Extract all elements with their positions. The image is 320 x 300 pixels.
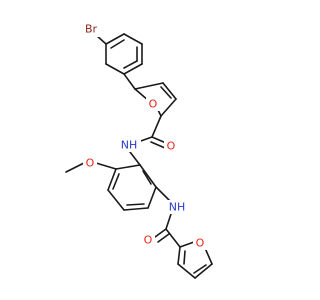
bond [151, 115, 162, 138]
bond [123, 207, 149, 211]
methoxy-oxygen-atom: O [86, 157, 95, 170]
bond [123, 60, 138, 69]
bond [151, 136, 167, 144]
bond [112, 173, 120, 190]
amide-oxygen-atom-2: O [144, 234, 153, 247]
amide-oxygen-atom: O [167, 140, 176, 153]
furan-oxygen-atom-2: O [196, 237, 205, 250]
bond [65, 162, 85, 173]
bond [160, 98, 177, 117]
bond [157, 233, 170, 243]
bond [123, 33, 143, 45]
bond [147, 186, 157, 209]
bond [177, 246, 181, 265]
bond [162, 82, 177, 100]
bond [107, 168, 117, 191]
bond [115, 164, 141, 170]
bond [95, 162, 117, 170]
bond [165, 228, 181, 248]
bond [142, 170, 152, 185]
chemical-structure: Br O O NH O NH O O [65, 21, 213, 279]
bond [126, 203, 145, 206]
bond [179, 241, 195, 248]
amide-nitrogen-atom-2: NH [169, 201, 186, 214]
bond [194, 263, 213, 279]
bond [160, 86, 172, 99]
atom-labels: Br O O NH O NH O O [80, 21, 207, 250]
bond [123, 73, 136, 90]
bond [177, 263, 196, 279]
bond [123, 63, 143, 75]
bond [154, 228, 167, 238]
bond [105, 33, 125, 45]
bond [150, 141, 166, 149]
amide-nitrogen-atom: NH [121, 139, 138, 152]
bond [110, 39, 125, 49]
bromine-atom: Br [85, 23, 98, 36]
bond [204, 247, 213, 265]
bond [139, 164, 157, 188]
bond [107, 189, 125, 211]
furan-oxygen-atom: O [149, 98, 158, 111]
bond [105, 63, 125, 75]
bond [129, 151, 141, 166]
bond [183, 250, 186, 265]
bond [134, 82, 164, 90]
bond [193, 264, 207, 274]
